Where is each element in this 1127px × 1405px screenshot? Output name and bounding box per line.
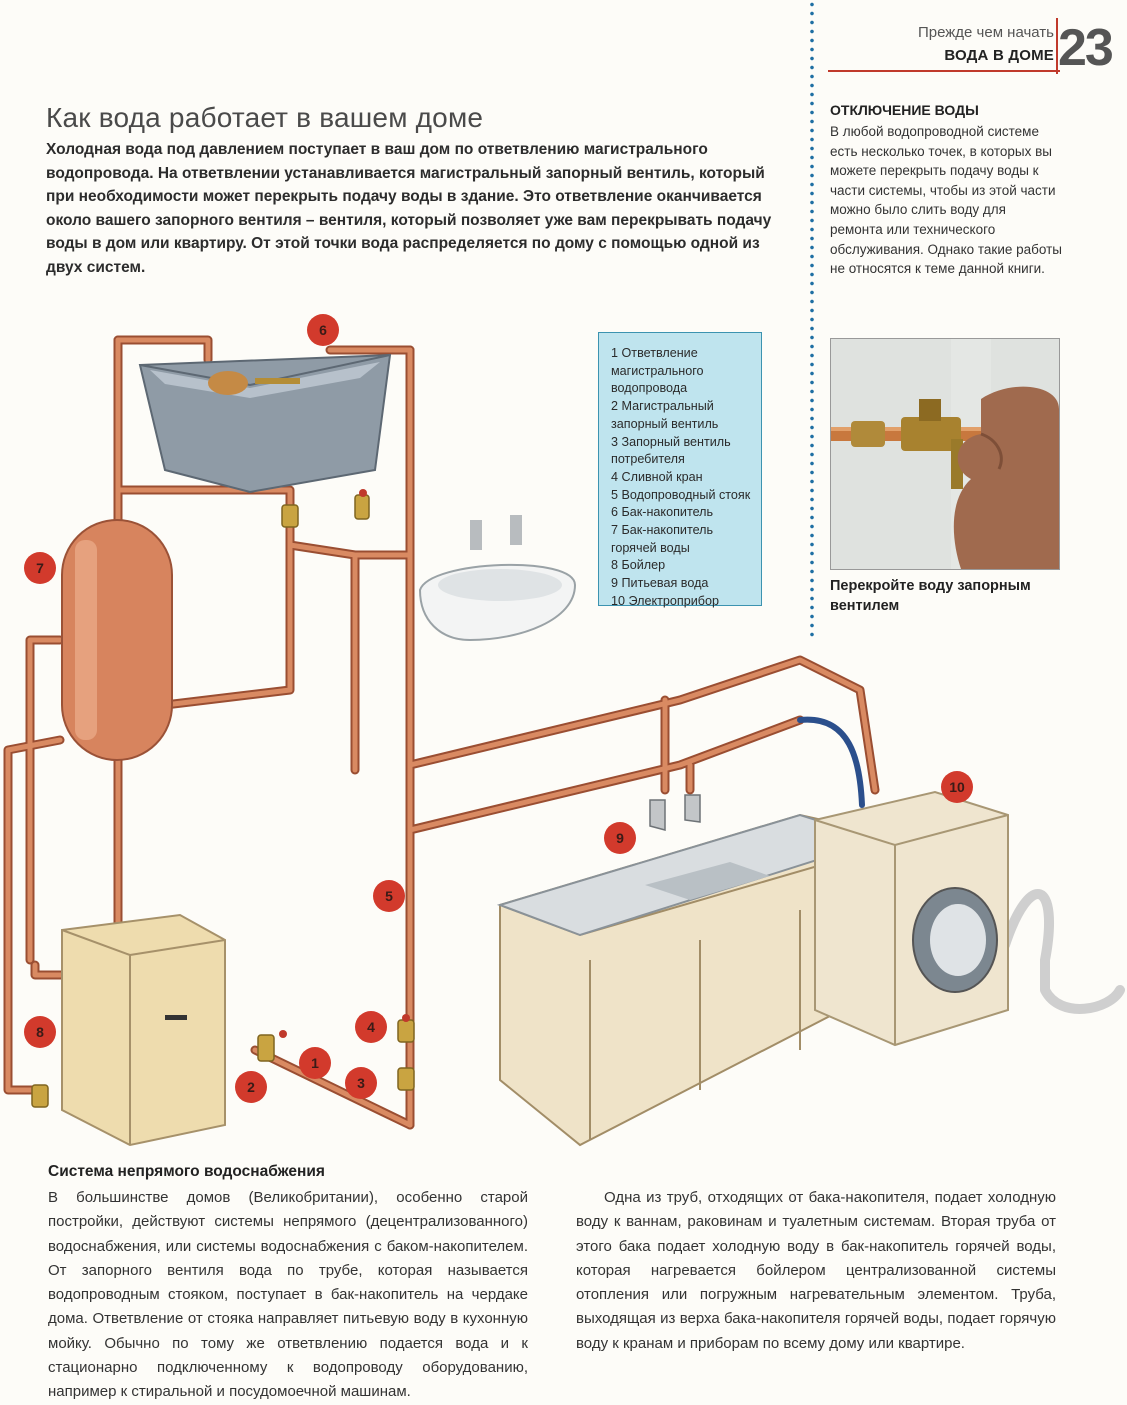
cistern-tank — [138, 353, 392, 494]
intro-paragraph: Холодная вода под давлением поступает в … — [46, 141, 772, 276]
legend-item: 10 Электроприбор — [611, 593, 719, 608]
marker-2 — [235, 1071, 267, 1103]
marker-label-8: 8 — [36, 1024, 44, 1040]
legend-item: 6 Бак-накопитель — [611, 505, 714, 520]
marker-10 — [941, 771, 973, 803]
marker-5 — [373, 880, 405, 912]
marker-label-9: 9 — [616, 830, 624, 846]
boiler — [61, 913, 226, 1147]
marker-4 — [355, 1011, 387, 1043]
legend-item: 1 Ответвление магистрального водопровода — [611, 346, 704, 396]
marker-label-2: 2 — [247, 1079, 255, 1095]
washing-machine — [814, 790, 1009, 1047]
marker-6 — [307, 314, 339, 346]
hot-water-cylinder — [61, 519, 173, 761]
left-column-text: В большинстве домов (Великобритании), ос… — [48, 1189, 528, 1401]
marker-label-7: 7 — [36, 560, 44, 576]
marker-3 — [345, 1067, 377, 1099]
marker-7 — [24, 552, 56, 584]
marker-label-3: 3 — [357, 1075, 365, 1091]
header-kicker: Прежде чем начать — [917, 24, 1054, 41]
marker-label-10: 10 — [949, 779, 965, 795]
page-number: 23 — [1058, 19, 1114, 77]
sidebar-heading: ОТКЛЮЧЕНИЕ ВОДЫ — [830, 102, 979, 118]
legend-item: 5 Водопроводный стояк — [611, 487, 751, 502]
section-heading: Система непрямого водоснабжения — [48, 1163, 325, 1180]
dotted-divider — [810, 0, 814, 640]
marker-8 — [24, 1016, 56, 1048]
legend-item: 8 Бойлер — [611, 558, 666, 573]
hand-valve-illustration — [831, 339, 1059, 569]
plumbing-diagram: 1 2 3 4 5 6 7 8 9 10 — [3, 314, 1125, 1147]
right-column-text: Одна из труб, отходящих от бака-накопите… — [576, 1189, 1056, 1352]
header-rule — [828, 70, 1060, 72]
header-section: ВОДА В ДОМЕ — [944, 47, 1054, 64]
legend-item: 9 Питьевая вода — [611, 576, 709, 591]
photo-caption: Перекройте воду запорным вентилем — [830, 578, 1031, 614]
marker-label-6: 6 — [319, 322, 327, 338]
sidebar-text: В любой водопроводной системе есть неско… — [830, 124, 1062, 277]
page-title: Как вода работает в вашем доме — [46, 102, 484, 133]
legend-item: 3 Запорный вентиль потребителя — [611, 434, 731, 467]
marker-label-4: 4 — [367, 1019, 375, 1035]
diagram-markers: 1 2 3 4 5 6 7 8 9 10 — [24, 314, 973, 1103]
header-vertical-rule — [1056, 18, 1058, 74]
marker-label-1: 1 — [311, 1055, 319, 1071]
wash-basin — [418, 515, 577, 642]
marker-9 — [604, 822, 636, 854]
legend-box: 1 Ответвление магистрального водопровода… — [598, 332, 762, 608]
legend-item: 4 Сливной кран — [611, 469, 703, 484]
marker-label-5: 5 — [385, 888, 393, 904]
legend-item: 2 Магистральный запорный вентиль — [611, 399, 719, 431]
shutoff-valve-photo — [830, 338, 1060, 570]
marker-1 — [299, 1047, 331, 1079]
legend-item: 7 Бак-накопитель горячей воды — [611, 523, 714, 555]
